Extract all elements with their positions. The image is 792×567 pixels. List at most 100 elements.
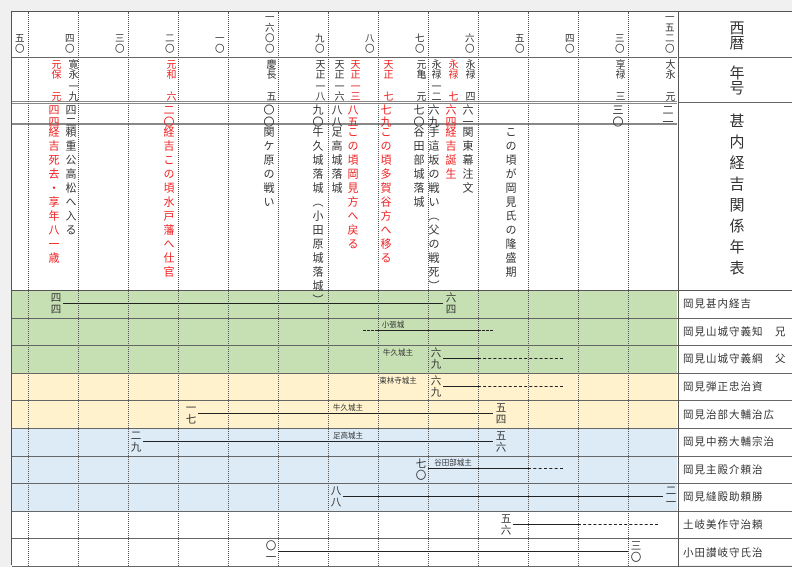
- era-name: 享禄: [613, 59, 624, 79]
- event-text: この頃多賀谷方へ移る: [379, 126, 392, 266]
- row-divider: [12, 57, 677, 58]
- event-text: 手這坂の戦い（父の戦死）: [427, 126, 440, 294]
- era-name: 元亀: [414, 59, 425, 79]
- row-divider: [12, 345, 792, 347]
- era-cell: 天正一三: [347, 59, 359, 101]
- castle-label: 牛久城主: [383, 348, 413, 357]
- row-divider: [12, 372, 792, 374]
- era-name: 永禄: [446, 59, 457, 79]
- era-cell: 永禄一二: [428, 59, 440, 101]
- person-name: 岡見主殿介頼治: [683, 463, 764, 476]
- decade-gridline: [328, 12, 329, 566]
- era-number: 四: [463, 91, 474, 101]
- row-divider: [12, 455, 792, 457]
- era-name: 永禄: [463, 59, 474, 79]
- era-name: 寛永: [66, 59, 77, 79]
- person-label: 岡見縫殿助頼勝: [678, 483, 792, 511]
- year-label: 五〇: [512, 33, 524, 54]
- era-cell: 大永元: [662, 59, 674, 101]
- era-cell: 慶長五: [263, 59, 275, 101]
- era-cell: 享禄三: [612, 59, 624, 101]
- era-name: 永禄: [429, 59, 440, 79]
- year-digits: 六四: [444, 104, 457, 128]
- person-label: 岡見山城守義綱 父: [678, 345, 792, 373]
- start-year-label: 八八: [329, 485, 342, 509]
- era-number: 元: [49, 91, 60, 101]
- year-digits: 八八: [330, 104, 343, 128]
- era-cell: 元和六: [163, 59, 175, 101]
- decade-gridline: [628, 12, 629, 566]
- row-divider: [12, 317, 792, 319]
- lifespan-line: [198, 413, 493, 415]
- chronology-table: 西暦 年号 甚内経吉関係年表 一五二〇三〇四〇五〇六〇七〇八〇九〇一六〇〇一〇二…: [11, 11, 792, 567]
- year-digits: 七〇: [412, 104, 425, 128]
- era-name: 慶長: [264, 59, 275, 79]
- end-year-label: 三〇: [629, 540, 642, 564]
- timeline-row-band: [12, 317, 677, 346]
- header-nengo: 年号: [678, 57, 792, 102]
- lifespan-line: [443, 385, 478, 387]
- timeline-row-band: [12, 372, 677, 401]
- lifespan-line: [363, 330, 378, 332]
- person-name: 岡見山城守義綱 父: [683, 353, 787, 366]
- year-label: 一六〇〇: [262, 12, 274, 54]
- header-seireki: 西暦: [678, 12, 792, 57]
- era-number: 一三: [348, 81, 359, 101]
- decade-gridline: [128, 12, 129, 566]
- start-year-label: 一七: [184, 402, 197, 426]
- lifespan-line: [478, 385, 563, 387]
- year-digits: 二一: [661, 104, 674, 128]
- end-year-label: 五四: [494, 402, 507, 426]
- header-nengo-label: 年号: [727, 65, 746, 95]
- end-year-label: 五六: [494, 430, 507, 453]
- event-text: 関ケ原の戦い: [262, 126, 275, 210]
- era-number: 七: [446, 91, 457, 101]
- year-digits: 二〇: [162, 104, 175, 128]
- year-label: 二〇: [162, 33, 174, 54]
- decade-gridline: [228, 12, 229, 566]
- era-name: 天正: [332, 59, 343, 79]
- year-digits: 三〇: [611, 104, 624, 128]
- timeline-row-band: [12, 428, 677, 456]
- year-label: 一〇: [212, 33, 224, 54]
- year-label: 一五二〇: [662, 12, 674, 54]
- era-name: 元和: [164, 59, 175, 79]
- person-label: 土岐美作守治頼: [678, 510, 792, 539]
- era-number: 一二: [429, 81, 440, 101]
- header-seireki-label: 西暦: [727, 19, 746, 50]
- start-year-label: 二九: [129, 430, 142, 453]
- year-label: 五〇: [12, 33, 24, 54]
- era-cell: 永禄四: [462, 59, 474, 101]
- lifespan-line: [528, 468, 563, 470]
- end-year-label: 六四: [444, 292, 457, 315]
- page-title-label: 甚内経吉関係年表: [727, 112, 746, 281]
- lifespan-line: [443, 358, 478, 359]
- year-digits: 六九: [427, 104, 440, 128]
- event-text: 牛久城落城（小田原城落城）: [311, 126, 324, 308]
- timeline-row-band: [12, 510, 677, 539]
- row-divider: [12, 103, 677, 104]
- year-label: 四〇: [562, 33, 574, 54]
- row-divider: [12, 290, 792, 291]
- event-text: 関東幕注文: [461, 126, 474, 196]
- person-name: 土岐美作守治頼: [683, 519, 764, 532]
- event-text: 足高城落城: [330, 126, 343, 196]
- year-digits: 〇〇: [262, 104, 275, 128]
- person-name: 岡見山城守義知 兄: [683, 325, 787, 338]
- row-divider: [12, 101, 677, 102]
- lifespan-line: [378, 330, 478, 332]
- event-text: 経吉誕生: [444, 126, 457, 182]
- event-text: 経吉この頃水戸藩へ仕官: [162, 126, 175, 280]
- start-year-label: 五六: [499, 512, 512, 536]
- era-number: 三: [613, 91, 624, 101]
- year-label: 三〇: [612, 33, 624, 54]
- row-divider: [12, 483, 792, 485]
- lifespan-line: [63, 302, 443, 304]
- year-digits: 九〇: [311, 104, 324, 128]
- year-label: 八〇: [362, 33, 374, 54]
- year-digits: 六一: [461, 104, 474, 128]
- era-number: 一九: [66, 81, 77, 101]
- lifespan-line: [478, 330, 493, 332]
- lifespan-line: [478, 358, 563, 359]
- decade-gridline: [378, 12, 379, 566]
